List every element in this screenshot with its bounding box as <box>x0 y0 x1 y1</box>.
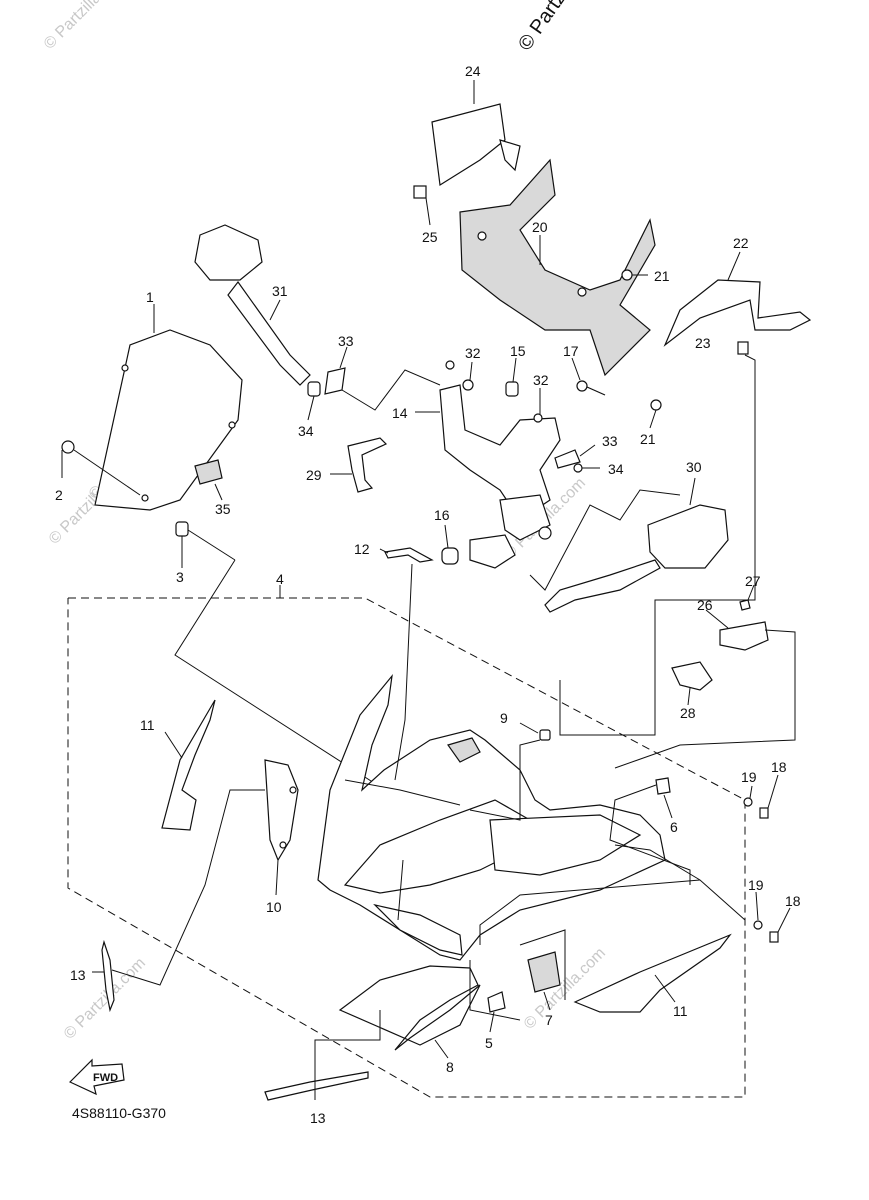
callout-14: 14 <box>392 405 408 421</box>
part-11-left-decal <box>161 699 216 831</box>
callout-1: 1 <box>146 289 154 305</box>
callout-32-left: 32 <box>465 345 481 361</box>
part-22-bracket <box>663 251 812 355</box>
parts-32-15 <box>462 357 543 423</box>
callout-22: 22 <box>733 235 749 251</box>
callout-19-upper: 19 <box>741 769 757 785</box>
callout-7: 7 <box>545 1012 553 1028</box>
callout-27: 27 <box>745 573 761 589</box>
callout-16: 16 <box>434 507 450 523</box>
watermark-top-left: © Partzilla.com <box>41 0 129 53</box>
callout-30: 30 <box>686 459 702 475</box>
callout-29: 29 <box>306 467 322 483</box>
part-35-plate <box>194 459 223 501</box>
callout-11-right: 11 <box>673 1003 688 1019</box>
callout-23: 23 <box>695 335 711 351</box>
callout-18-lower: 18 <box>785 893 801 909</box>
assembly-outline <box>67 597 746 1098</box>
fwd-label: FWD <box>93 1072 118 1084</box>
part-14-stay <box>415 360 561 541</box>
fwd-arrow: FWD <box>68 1058 125 1096</box>
part-20-inner-panel <box>459 158 656 377</box>
part-10-side-panel <box>264 759 299 896</box>
callout-28: 28 <box>680 705 696 721</box>
callout-35: 35 <box>215 501 231 517</box>
callout-11-left: 11 <box>140 717 155 733</box>
part-3-grommet <box>174 521 386 791</box>
callout-32-right: 32 <box>533 372 549 388</box>
parts-5-6-7-9 <box>469 722 691 1033</box>
callout-33-left: 33 <box>338 333 354 349</box>
callout-21-upper: 21 <box>654 268 670 284</box>
callout-13-left: 13 <box>70 967 86 983</box>
callout-3: 3 <box>176 569 184 585</box>
callout-17: 17 <box>563 343 579 359</box>
parts-26-27-28 <box>559 354 796 769</box>
part-13-trims <box>92 789 381 1101</box>
callout-34-left: 34 <box>298 423 314 439</box>
lead-lines-misc <box>279 563 746 921</box>
parts-21-screws <box>621 269 662 429</box>
part-31-mirror-left <box>194 224 311 386</box>
part-4-cowling <box>317 673 666 961</box>
part-11-right-decal <box>573 933 732 1013</box>
callout-31: 31 <box>272 283 288 299</box>
callout-25: 25 <box>422 229 438 245</box>
callout-20: 20 <box>532 219 548 235</box>
parts-33-34-right <box>554 444 600 473</box>
callout-6: 6 <box>670 819 678 835</box>
callout-21-lower: 21 <box>640 431 656 447</box>
callout-12: 12 <box>354 541 370 557</box>
callout-5: 5 <box>485 1035 493 1051</box>
parts-33-34-left <box>307 346 441 421</box>
part-24-top-cover <box>413 80 521 226</box>
callout-19-lower: 19 <box>748 877 764 893</box>
callout-24: 24 <box>465 63 481 79</box>
callout-2: 2 <box>55 487 63 503</box>
callout-26: 26 <box>697 597 713 613</box>
diagram-code: 4S88110-G370 <box>72 1105 166 1121</box>
callout-18-upper: 18 <box>771 759 787 775</box>
callout-labels: 1 2 3 4 5 6 7 8 9 10 11 11 12 13 13 14 1… <box>55 63 801 1126</box>
callout-34-right: 34 <box>608 461 624 477</box>
part-30-mirror-right <box>529 477 729 613</box>
part-29-bracket <box>330 437 388 493</box>
part-17-bolt <box>571 357 606 396</box>
callout-10: 10 <box>266 899 282 915</box>
callout-9: 9 <box>500 710 508 726</box>
callout-4: 4 <box>276 571 284 587</box>
parts-16-12 <box>379 524 516 569</box>
callout-8: 8 <box>446 1059 454 1075</box>
callout-13-bottom: 13 <box>310 1110 326 1126</box>
callout-15: 15 <box>510 343 526 359</box>
callout-33-right: 33 <box>602 433 618 449</box>
watermark-top-dark: © Partzilla.com <box>514 0 609 55</box>
parts-18-19 <box>479 774 791 945</box>
part-8-lower-panel <box>338 965 481 1059</box>
